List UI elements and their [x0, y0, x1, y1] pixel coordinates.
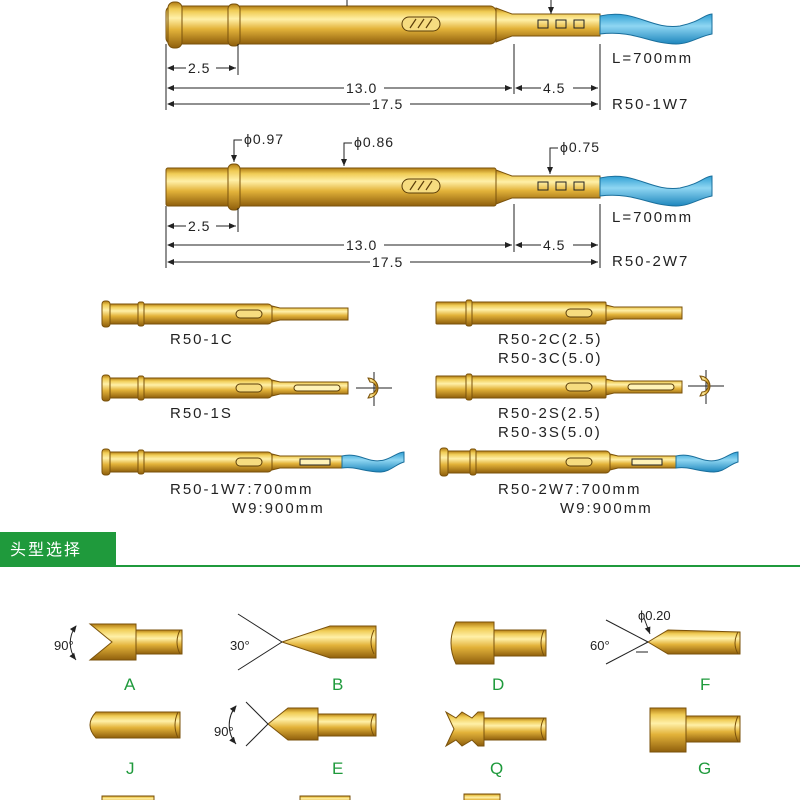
probe-body [165, 163, 601, 211]
cable [599, 13, 713, 45]
tip-angle: 30° [230, 638, 250, 653]
variant-label: W9:900mm [232, 500, 325, 517]
tip-b: 30° B [230, 613, 377, 694]
variant-label: R50-2W7:700mm [498, 481, 642, 498]
diameter-0-86: ϕ0.86 [354, 134, 394, 150]
tip-e: 90° E [214, 701, 377, 778]
section-header: 头型选择 [0, 532, 800, 567]
cable [341, 451, 405, 473]
section-title: 头型选择 [10, 540, 82, 559]
dim-4-5: 4.5 [543, 80, 565, 96]
tip-label: G [698, 759, 711, 778]
dim-4-5: 4.5 [543, 237, 565, 253]
variant-r50-1c: R50-1C [101, 300, 349, 348]
variant-label: R50-2S(2.5) [498, 405, 602, 422]
variant-r50-2s: R50-2S(2.5) R50-3S(5.0) [435, 370, 724, 441]
tip-g: G [649, 707, 741, 778]
variant-label: R50-3C(5.0) [498, 350, 603, 367]
probe-r50-2w7-drawing: ϕ0.97 ϕ0.86 ϕ0.75 L=700mm 2.5 13.0 4.5 1… [165, 131, 713, 270]
section-header-tab [0, 532, 116, 566]
diameter-leaders [231, 139, 558, 174]
dim-2-5: 2.5 [188, 218, 210, 234]
tip-diameter: ϕ0.20 [638, 608, 671, 623]
tip-f: 60° ϕ0.20 F [590, 608, 741, 694]
cable [599, 175, 713, 207]
variant-label: R50-2C(2.5) [498, 331, 603, 348]
dim-17-5: 17.5 [372, 254, 403, 270]
model-label: R50-2W7 [612, 253, 689, 270]
cross-section-icon [688, 370, 724, 404]
variant-label: R50-1S [170, 405, 233, 422]
tip-angle: 60° [590, 638, 610, 653]
probe-r50-1w7-drawing: L=700mm 2.5 13.0 4.5 17.5 R50-1W7 [165, 0, 713, 113]
model-label: R50-1W7 [612, 96, 689, 113]
diameter-0-97: ϕ0.97 [244, 131, 284, 147]
tip-label: Q [490, 759, 503, 778]
dim-13-0: 13.0 [346, 237, 377, 253]
tip-angle: 90° [54, 638, 74, 653]
tip-label: B [332, 675, 343, 694]
tip-label: J [126, 759, 135, 778]
dim-13-0: 13.0 [346, 80, 377, 96]
cable-length: L=700mm [612, 209, 693, 226]
tip-a: 90° A [54, 623, 183, 694]
variant-r50-1s: R50-1S [101, 372, 392, 422]
cable-length: L=700mm [612, 50, 693, 67]
tip-j: J [89, 711, 181, 778]
variant-label: R50-1W7:700mm [170, 481, 314, 498]
tip-label: F [700, 675, 710, 694]
variant-r50-2w7: R50-2W7:700mm W9:900mm [439, 447, 739, 517]
dim-17-5: 17.5 [372, 96, 403, 112]
variant-label: R50-3S(5.0) [498, 424, 602, 441]
cable [675, 451, 739, 473]
tip-d: D [450, 621, 547, 694]
probe-body [165, 0, 601, 49]
tip-q: Q [444, 710, 547, 778]
variant-label: R50-1C [170, 331, 234, 348]
tip-angle: 90° [214, 724, 234, 739]
variant-label: W9:900mm [560, 500, 653, 517]
variant-r50-1w7: R50-1W7:700mm W9:900mm [101, 448, 405, 517]
dim-2-5: 2.5 [188, 60, 210, 76]
diameter-0-75: ϕ0.75 [560, 139, 600, 155]
tip-partial-row [101, 793, 501, 800]
tip-label: E [332, 759, 343, 778]
cross-section-icon [356, 372, 392, 406]
variant-r50-2c: R50-2C(2.5) R50-3C(5.0) [435, 299, 683, 367]
tip-label: D [492, 675, 504, 694]
tip-label: A [124, 675, 136, 694]
